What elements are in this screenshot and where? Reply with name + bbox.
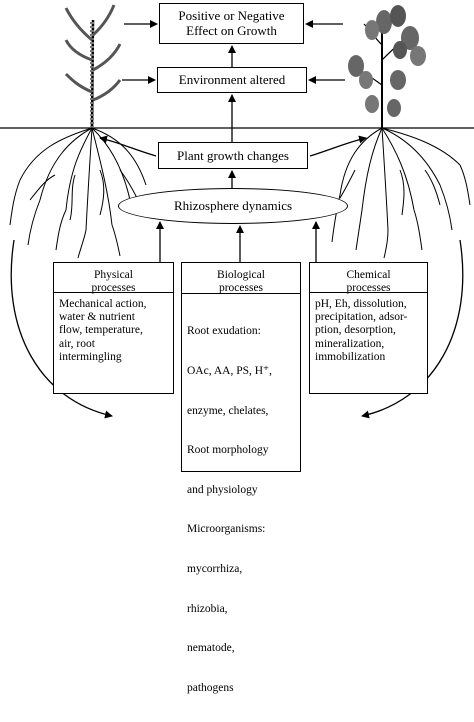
biological-line: and physiology	[187, 483, 258, 496]
biological-line: nematode,	[187, 642, 235, 655]
physical-title-1: Physical	[94, 269, 133, 281]
biological-line: Root exudation:	[187, 325, 261, 338]
biological-line: enzyme, chelates,	[187, 404, 269, 417]
chemical-line: mineralization,	[315, 337, 385, 350]
rhizosphere-dynamics-ellipse: Rhizosphere dynamics	[118, 188, 348, 224]
effect-line-2: Effect on Growth	[186, 23, 277, 38]
biological-line: mycorrhiza,	[187, 563, 243, 576]
biological-processes-body: Root exudation: OAc, AA, PS, H⁺, enzyme,…	[182, 294, 300, 722]
arrow-growth-to-left-plant	[99, 135, 157, 157]
physical-processes-box: Physical processes Mechanical action, wa…	[53, 262, 174, 394]
biological-processes-box: Biological processes Root exudation: OAc…	[181, 262, 301, 694]
left-plant-illustration	[9, 4, 147, 259]
effect-on-growth-box: Positive or Negative Effect on Growth	[159, 3, 304, 44]
arrow-right-root-loop	[361, 239, 464, 419]
chemical-line: ption, desorption,	[315, 324, 396, 337]
chemical-processes-header: Chemical processes	[310, 263, 427, 294]
physical-processes-body: Mechanical action, water & nutrient flow…	[54, 293, 173, 364]
chemical-processes-box: Chemical processes pH, Eh, dissolution, …	[309, 262, 428, 394]
biological-line: Microorganisms:	[187, 523, 266, 536]
biological-title-1: Biological	[217, 269, 265, 281]
plant-growth-changes-box: Plant growth changes	[158, 142, 308, 169]
chemical-line: pH, Eh, dissolution,	[315, 298, 407, 310]
chemical-processes-body: pH, Eh, dissolution, precipitation, adso…	[310, 293, 427, 364]
biological-processes-header: Biological processes	[182, 263, 300, 294]
chemical-title-1: Chemical	[346, 269, 391, 281]
biological-title-2: processes	[218, 282, 264, 294]
physical-title-2: processes	[91, 282, 136, 294]
right-plant-illustration	[331, 5, 471, 259]
biological-line: Root morphology	[187, 444, 269, 457]
physical-line: Mechanical action,	[59, 298, 147, 310]
physical-line: water & nutrient	[59, 311, 136, 324]
effect-line-1: Positive or Negative	[178, 8, 285, 23]
physical-line: intermingling	[59, 350, 122, 363]
arrow-left-root-loop	[10, 239, 113, 419]
arrow-growth-to-right-plant	[309, 135, 367, 157]
environment-altered-box: Environment altered	[157, 67, 307, 93]
physical-line: air, root	[59, 337, 95, 350]
chemical-line: precipitation, adsor-	[315, 311, 408, 324]
physical-line: flow, temperature,	[59, 324, 143, 337]
chemical-title-2: processes	[346, 282, 391, 294]
biological-line: OAc, AA, PS, H⁺,	[187, 365, 272, 378]
biological-line: rhizobia,	[187, 602, 228, 615]
biological-line: pathogens	[187, 681, 234, 694]
physical-processes-header: Physical processes	[54, 263, 173, 294]
chemical-line: immobilization	[315, 350, 386, 363]
